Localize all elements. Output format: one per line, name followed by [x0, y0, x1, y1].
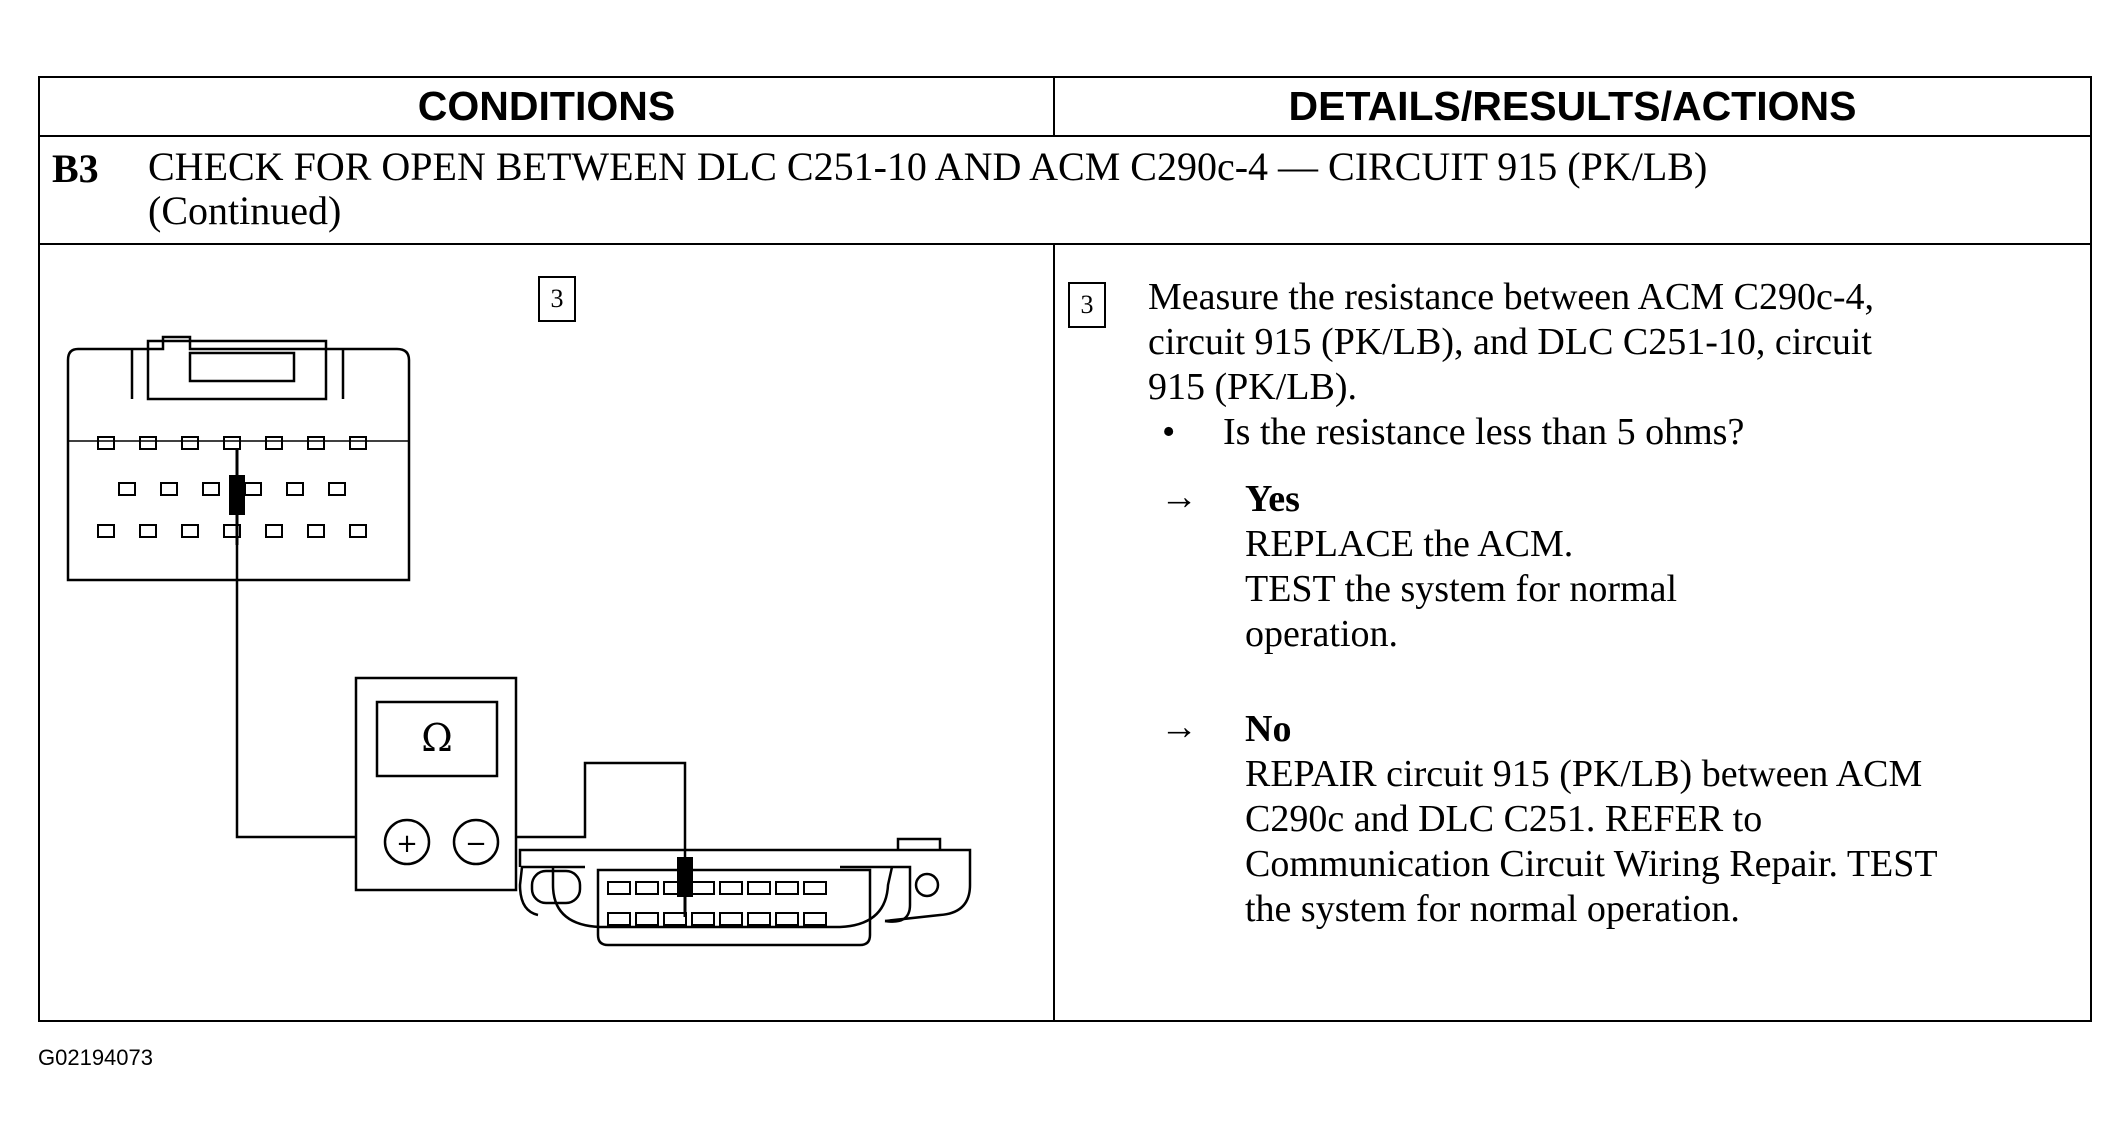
step-title-line-2: (Continued) [148, 188, 342, 233]
no-arrow-icon: → [1160, 706, 1198, 748]
yes-label: Yes [1245, 478, 1300, 520]
no-line-3: Communication Circuit Wiring Repair. TES… [1245, 843, 1938, 885]
yes-line-2: TEST the system for normal [1245, 568, 1678, 610]
no-line-1: REPAIR circuit 915 (PK/LB) between ACM [1245, 753, 1923, 795]
instruction-line-1: Measure the resistance between ACM C290c… [1148, 276, 1875, 318]
figure-code: G02194073 [38, 1045, 153, 1070]
diagram-step-number: 3 [538, 276, 576, 322]
yes-line-1: REPLACE the ACM. [1245, 523, 1574, 565]
step-id: B3 [52, 146, 99, 191]
negative-lead-wire [445, 761, 687, 867]
yes-result: Yes REPLACE the ACM. TEST the system for… [1245, 477, 1677, 657]
ohmmeter-icon: Ω + − [354, 676, 518, 892]
no-result: No REPAIR circuit 915 (PK/LB) between AC… [1245, 707, 1938, 932]
dlc-connector-icon [518, 837, 972, 947]
positive-lead-wire [235, 545, 363, 839]
instruction-text: Measure the resistance between ACM C290c… [1148, 275, 1874, 410]
minus-terminal: − [465, 829, 487, 859]
procedure-table: CONDITIONS DETAILS/RESULTS/ACTIONS B3 CH… [38, 76, 2092, 1022]
question-text: Is the resistance less than 5 ohms? [1223, 411, 1745, 453]
instruction-line-3: 915 (PK/LB). [1148, 366, 1357, 408]
plus-terminal: + [396, 829, 418, 859]
details-cell: 3 Measure the resistance between ACM C29… [1055, 245, 2090, 1020]
bullet-icon: • [1162, 411, 1176, 453]
yes-arrow-icon: → [1160, 476, 1198, 518]
instruction-line-2: circuit 915 (PK/LB), and DLC C251-10, ci… [1148, 321, 1872, 363]
step-title-line-1: CHECK FOR OPEN BETWEEN DLC C251-10 AND A… [148, 144, 1708, 189]
step-title-row: B3 CHECK FOR OPEN BETWEEN DLC C251-10 AN… [40, 137, 2090, 245]
details-step-number: 3 [1068, 282, 1106, 328]
conditions-cell: 3 [40, 245, 1055, 1020]
yes-line-3: operation. [1245, 613, 1399, 655]
step-title: CHECK FOR OPEN BETWEEN DLC C251-10 AND A… [148, 145, 1707, 233]
no-line-2: C290c and DLC C251. REFER to [1245, 798, 1763, 840]
ohm-symbol: Ω [421, 716, 453, 760]
no-label: No [1245, 708, 1292, 750]
conditions-header: CONDITIONS [40, 78, 1055, 137]
details-header: DETAILS/RESULTS/ACTIONS [1055, 78, 2090, 137]
acm-connector-icon [66, 335, 411, 582]
no-line-4: the system for normal operation. [1245, 888, 1740, 930]
dlc-probe [677, 857, 693, 897]
wiring-diagram: Ω + − [66, 335, 972, 947]
